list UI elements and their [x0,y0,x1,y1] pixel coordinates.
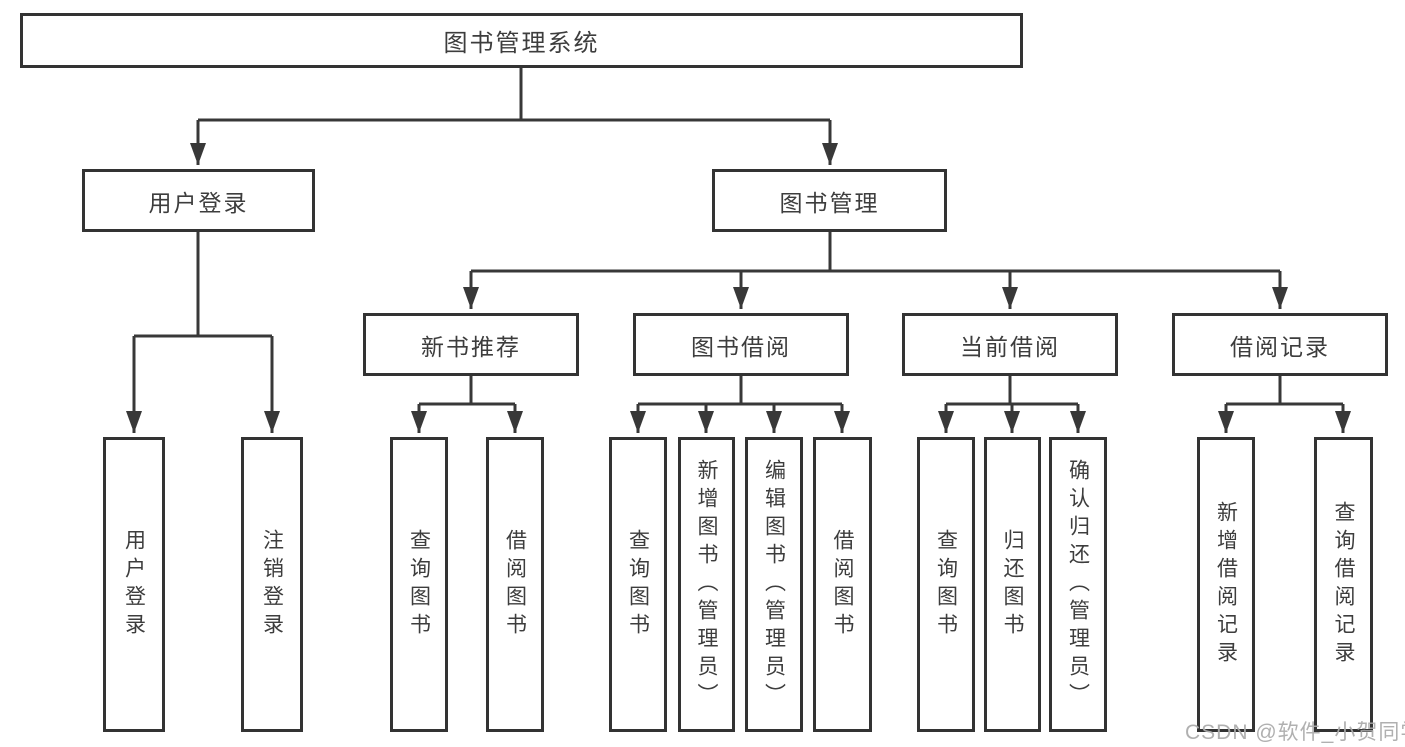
leaf-user-login-label: 用户登录 [122,528,146,641]
node-borrowing-records-label: 借阅记录 [1230,333,1330,360]
node-new-book-recommend-label: 新书推荐 [421,333,521,360]
node-current-borrowing-label: 当前借阅 [960,333,1060,360]
watermark-text: CSDN @软件_小贺同学 [1185,721,1405,744]
leaf-query-borrow-record-label: 查询借阅记录 [1332,500,1356,669]
leaf-edit-books-admin: 编辑图书（管理员） [745,437,803,732]
leaf-borrow-books-recommend-label: 借阅图书 [503,528,527,641]
leaf-borrow-books-label: 借阅图书 [831,528,855,641]
leaf-edit-books-admin-label: 编辑图书（管理员） [762,458,786,711]
leaf-add-books-admin: 新增图书（管理员） [678,437,735,732]
leaf-borrow-books: 借阅图书 [813,437,872,732]
node-book-borrowing-label: 图书借阅 [691,333,791,360]
leaf-add-books-admin-label: 新增图书（管理员） [695,458,719,711]
leaf-add-borrow-record: 新增借阅记录 [1197,437,1255,732]
node-new-book-recommend: 新书推荐 [363,313,579,376]
leaf-user-login: 用户登录 [103,437,165,732]
node-user-login-label: 用户登录 [148,189,249,216]
leaf-query-books-recommend-label: 查询图书 [407,528,431,641]
leaf-logout-label: 注销登录 [260,528,284,641]
leaf-query-borrow-record: 查询借阅记录 [1314,437,1373,732]
leaf-add-borrow-record-label: 新增借阅记录 [1214,500,1238,669]
leaf-borrow-books-recommend: 借阅图书 [486,437,544,732]
leaf-confirm-return-admin-label: 确认归还（管理员） [1066,458,1090,711]
node-user-login: 用户登录 [82,169,315,232]
leaf-return-books: 归还图书 [984,437,1041,732]
leaf-query-books-borrow-label: 查询图书 [626,528,650,641]
leaf-logout: 注销登录 [241,437,303,732]
leaf-query-books-recommend: 查询图书 [390,437,448,732]
leaf-query-books-current: 查询图书 [917,437,975,732]
leaf-query-books-current-label: 查询图书 [934,528,958,641]
node-book-borrowing: 图书借阅 [633,313,849,376]
node-borrowing-records: 借阅记录 [1172,313,1388,376]
leaf-confirm-return-admin: 确认归还（管理员） [1049,437,1107,732]
node-current-borrowing: 当前借阅 [902,313,1118,376]
node-book-management: 图书管理 [712,169,947,232]
node-book-management-label: 图书管理 [779,189,880,216]
leaf-query-books-borrow: 查询图书 [609,437,667,732]
node-root-label: 图书管理系统 [443,30,600,57]
node-root: 图书管理系统 [20,13,1023,68]
leaf-return-books-label: 归还图书 [1001,528,1025,641]
